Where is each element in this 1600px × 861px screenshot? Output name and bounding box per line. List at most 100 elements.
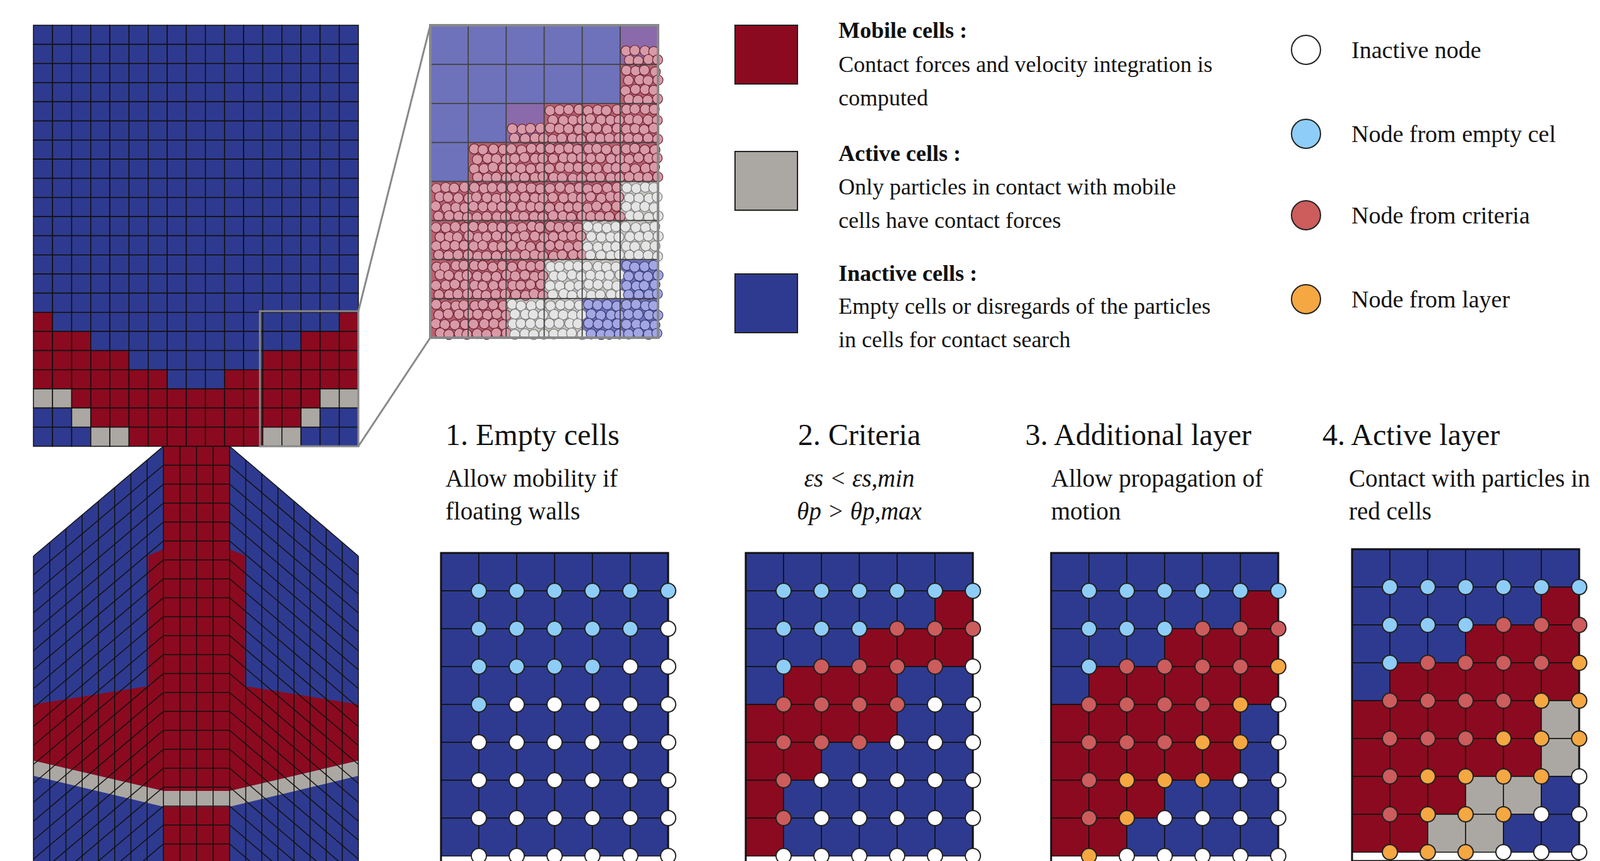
cell [282, 25, 301, 45]
cell [319, 388, 339, 408]
cell [148, 388, 168, 408]
panel-heading: 4. Active layerContact with particles in… [1322, 416, 1594, 528]
particle [558, 193, 569, 204]
particle [611, 123, 623, 134]
particle [491, 271, 502, 282]
particle [537, 153, 548, 164]
grid-node [547, 847, 563, 861]
particle [564, 162, 575, 173]
particle [468, 241, 479, 252]
cell [90, 197, 110, 217]
cell [148, 235, 168, 255]
cell [339, 121, 359, 141]
particle [507, 222, 518, 233]
particle [548, 309, 559, 320]
legend-description: Empty cells or disregards of the particl… [838, 289, 1218, 357]
cell [224, 121, 244, 141]
particle [547, 192, 558, 203]
particle [557, 249, 568, 260]
particle [629, 261, 640, 272]
particle [440, 240, 451, 251]
particle [572, 318, 583, 329]
particle [517, 182, 528, 193]
cell-line [505, 298, 544, 338]
particle [586, 132, 597, 143]
grid-line [33, 805, 164, 861]
grid-line [261, 473, 263, 861]
cell [71, 312, 91, 332]
cell [205, 407, 225, 427]
cell-line [468, 25, 506, 65]
grid-line [163, 596, 230, 599]
cell [71, 216, 91, 236]
particle [479, 318, 490, 329]
grid-line [293, 500, 295, 861]
particle [491, 230, 502, 242]
particle [632, 309, 643, 320]
particle [529, 230, 541, 242]
cell [339, 197, 359, 217]
cell [33, 158, 53, 178]
particle [487, 201, 498, 212]
grid-node [547, 696, 563, 712]
cell-line [582, 181, 621, 221]
panel-description: Allow mobility if floating walls [445, 461, 660, 528]
particle [601, 299, 612, 310]
cell [300, 63, 320, 83]
cell-line [468, 103, 506, 143]
cell [205, 140, 225, 159]
grid-node [1458, 654, 1474, 671]
particle [591, 123, 602, 134]
particle [620, 221, 631, 232]
grid-node [1420, 617, 1436, 633]
grid-node [1420, 692, 1436, 708]
particle [509, 309, 520, 320]
cell [282, 292, 301, 312]
particle [471, 191, 482, 202]
cell [33, 312, 53, 332]
cell [128, 197, 148, 217]
grid-node [1232, 810, 1248, 826]
cell [282, 82, 301, 102]
particle [498, 300, 509, 311]
particle [582, 123, 593, 134]
particle [621, 64, 632, 76]
cell [33, 216, 53, 236]
grid-node [1157, 620, 1173, 636]
grid-node [776, 734, 792, 750]
cell [52, 178, 72, 198]
cell [148, 273, 168, 293]
cell [300, 254, 320, 274]
cell [71, 407, 91, 427]
particle [604, 133, 615, 144]
cell-line [468, 220, 506, 260]
particle [643, 230, 654, 242]
particle [623, 94, 635, 105]
cell [167, 427, 187, 447]
legend-node [1290, 283, 1322, 315]
cell [186, 82, 206, 102]
particle [602, 319, 613, 330]
hopper-bottom [33, 446, 359, 861]
grid-node [1081, 772, 1097, 788]
cell [205, 63, 225, 83]
grid-node [776, 810, 792, 826]
grid-node [1270, 772, 1286, 788]
cell [243, 178, 263, 198]
cell [319, 121, 339, 141]
cell-line [582, 142, 621, 182]
particle [614, 249, 625, 260]
cell-line [620, 220, 659, 260]
grid-node [547, 658, 563, 674]
cell-line [582, 103, 621, 143]
particle [488, 318, 500, 329]
grid-node [471, 772, 487, 788]
cell [282, 158, 301, 178]
panel-description: θp > θp,max [745, 494, 973, 528]
cell [90, 82, 110, 102]
cell [33, 331, 53, 351]
grid-node [584, 658, 600, 674]
particle [606, 289, 617, 300]
cell [205, 427, 225, 447]
grid-node [1081, 582, 1097, 599]
